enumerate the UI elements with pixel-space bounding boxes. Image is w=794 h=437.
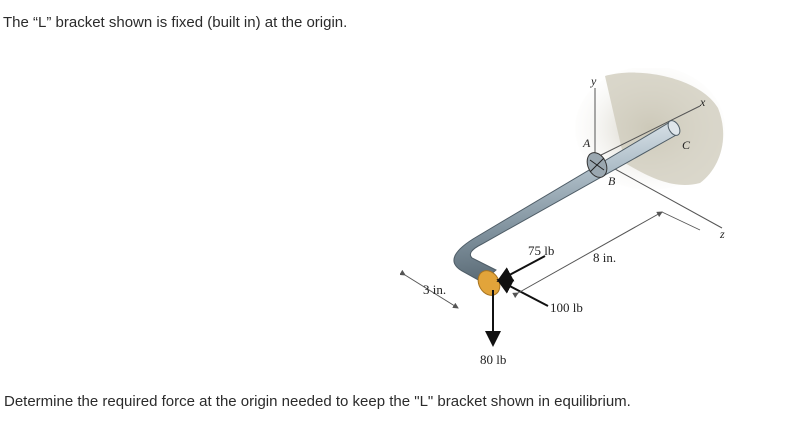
force-80-label: 80 lb xyxy=(480,352,506,367)
point-a-label: A xyxy=(582,136,591,150)
point-c-label: C xyxy=(682,138,691,152)
axis-z-label: z xyxy=(719,227,725,241)
x-axis-line xyxy=(594,105,701,159)
l-bracket-figure: y x z A B C 75 lb 100 lb 80 lb 8 in. 3 i… xyxy=(400,68,730,378)
bracket-pipe xyxy=(453,121,679,283)
force-75-label: 75 lb xyxy=(528,243,554,258)
pipe-end-cap xyxy=(667,120,681,136)
axis-y-label: y xyxy=(590,74,597,88)
force-75-arrow xyxy=(496,255,546,282)
axis-x-label: x xyxy=(699,95,706,109)
problem-intro: The “L” bracket shown is fixed (built in… xyxy=(3,14,348,31)
bracket-diagram: y x z A B C 75 lb 100 lb 80 lb 8 in. 3 i… xyxy=(400,68,725,367)
dimension-3in-line xyxy=(400,269,459,309)
dimension-8in-label: 8 in. xyxy=(593,250,616,265)
dimension-3in-label: 3 in. xyxy=(423,282,446,297)
z-axis-line xyxy=(594,157,723,229)
point-b-label: B xyxy=(608,174,616,188)
dimension-8in-line xyxy=(512,211,663,299)
force-100-arrow xyxy=(496,279,549,307)
problem-question: Determine the required force at the orig… xyxy=(4,393,631,410)
force-100-label: 100 lb xyxy=(550,300,583,315)
